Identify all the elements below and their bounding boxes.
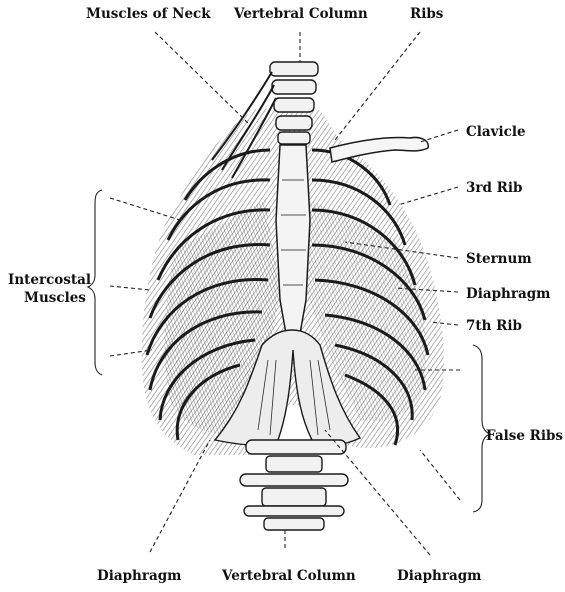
label-7th-rib: 7th Rib xyxy=(466,318,522,334)
lumbar-vertebrae xyxy=(240,440,348,530)
label-diaphragm-bottom-left: Diaphragm xyxy=(97,568,181,584)
label-muscles: Muscles xyxy=(24,290,86,306)
label-clavicle: Clavicle xyxy=(466,124,526,140)
label-3rd-rib: 3rd Rib xyxy=(466,180,522,196)
label-intercostal: Intercostal xyxy=(8,272,91,288)
label-false-ribs: False Ribs xyxy=(486,428,563,444)
label-diaphragm-bottom-right: Diaphragm xyxy=(397,568,481,584)
label-vertebral-column-top: Vertebral Column xyxy=(233,6,368,22)
thorax-illustration xyxy=(142,62,444,530)
label-sternum: Sternum xyxy=(466,251,532,267)
label-vertebral-column-bottom: Vertebral Column xyxy=(221,568,356,584)
clavicle-bone xyxy=(330,137,428,162)
label-diaphragm-right: Diaphragm xyxy=(466,286,550,302)
label-muscles-of-neck: Muscles of Neck xyxy=(86,6,211,22)
label-ribs: Ribs xyxy=(410,6,444,22)
